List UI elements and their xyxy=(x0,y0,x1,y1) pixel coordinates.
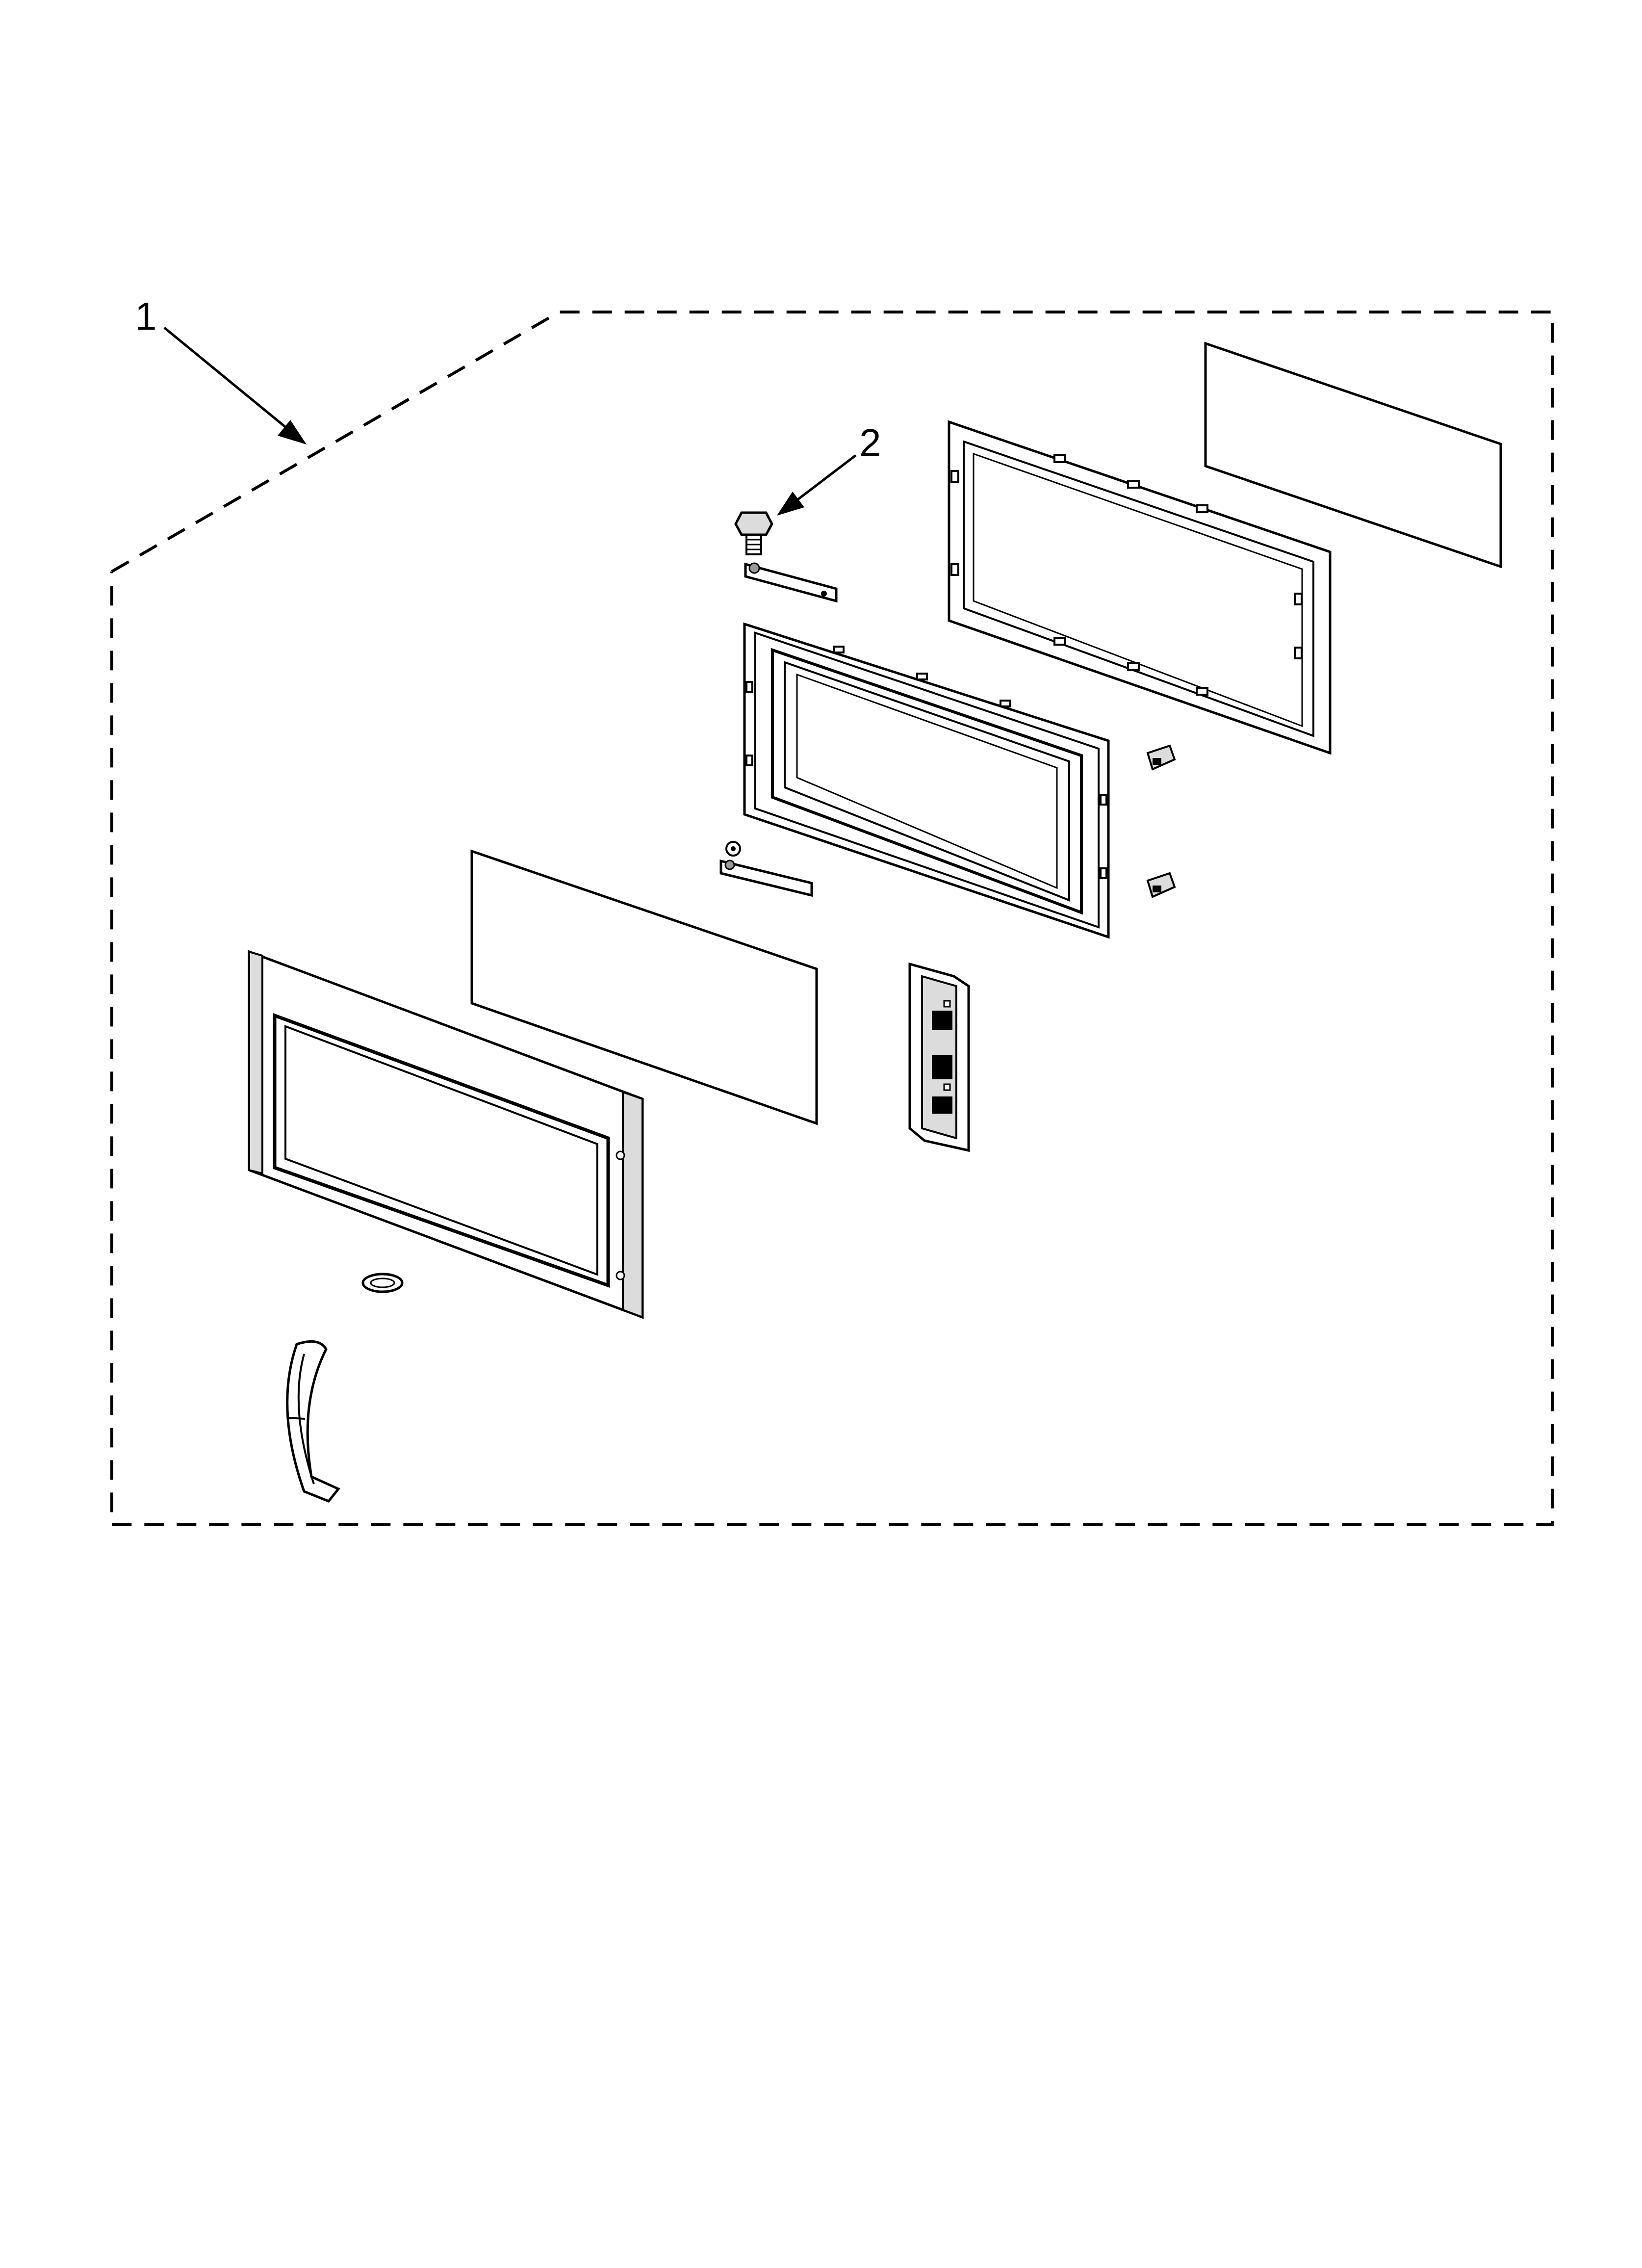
latch-clip-upper xyxy=(1146,744,1176,771)
latch-hook-assembly xyxy=(908,962,970,1152)
assembly-boundary xyxy=(110,311,1554,1526)
lower-hinge-bracket xyxy=(719,841,813,897)
rear-door-frame xyxy=(948,420,1332,755)
upper-hinge-bracket xyxy=(744,562,838,603)
rear-glass-panel xyxy=(1204,341,1502,569)
inner-door-frame xyxy=(743,622,1110,939)
screw-part-2 xyxy=(734,511,773,555)
outer-door-panel xyxy=(248,950,644,1319)
latch-clip-lower xyxy=(1146,872,1176,898)
logo-badge xyxy=(361,1273,404,1293)
callout-1-arrow xyxy=(163,327,307,444)
door-handle xyxy=(286,1340,340,1503)
callout-2-arrow xyxy=(777,454,857,516)
callout-1-label: 1 xyxy=(135,294,157,338)
callout-2-label: 2 xyxy=(859,421,881,465)
middle-glass-panel xyxy=(470,849,818,1125)
